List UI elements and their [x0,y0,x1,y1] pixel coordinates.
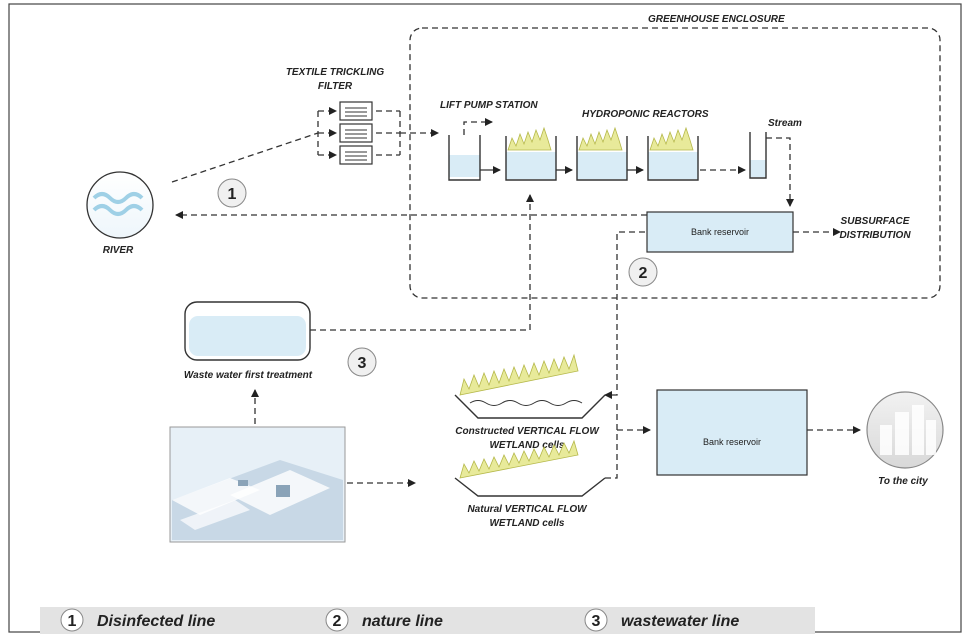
svg-text:2: 2 [333,613,342,630]
svg-text:3: 3 [358,355,367,372]
svg-text:Disinfected line: Disinfected line [97,613,215,630]
svg-text:1: 1 [228,186,237,203]
city-block-image [169,426,346,543]
outer-frame [8,3,962,633]
subsurface-label-2: DISTRIBUTION [839,230,911,241]
filter-label-2: FILTER [318,81,353,92]
wastewater-line [310,194,534,331]
stream-tank [749,132,767,179]
hydroponic-reactor-3 [647,126,699,181]
greenhouse-enclosure [409,27,941,299]
river-icon [86,171,154,239]
marker-2: 2 [628,257,658,287]
constructed-wetland-label-2: WETLAND cells [489,440,564,451]
natural-wetland-label-1: Natural VERTICAL FLOW [467,504,588,515]
hydroponic-reactor-1 [505,126,557,181]
svg-text:3: 3 [592,613,601,630]
marker-1: 1 [217,178,247,208]
svg-text:1: 1 [68,613,77,630]
svg-text:2: 2 [639,265,648,282]
legend-item-2: 2 nature line [325,608,443,632]
subsurface-label-1: SUBSURFACE [841,216,910,227]
lift-pump-label: LIFT PUMP STATION [440,100,538,111]
waste-water-tank [184,301,311,361]
city-icon [866,391,944,469]
lift-pump-tank [448,135,481,181]
natural-wetland [454,439,606,497]
marker-3: 3 [347,347,377,377]
bank-reservoir-top-label: Bank reservoir [691,227,749,237]
river-label: RIVER [103,245,134,256]
filter-label-1: TEXTILE TRICKLING [286,67,385,78]
legend: 1 Disinfected line 2 nature line 3 waste… [40,607,815,634]
bank-reservoir-bottom [656,389,808,476]
legend-background [40,607,815,634]
bank-reservoir-top [646,211,794,253]
waste-water-label: Waste water first treatment [184,370,313,381]
river-to-filter-line [171,132,319,183]
natural-wetland-label-2: WETLAND cells [489,518,564,529]
hydroponic-label: HYDROPONIC REACTORS [582,109,709,120]
stream-label: Stream [768,118,802,129]
legend-item-1: 1 Disinfected line [60,608,215,632]
constructed-wetland-label-1: Constructed VERTICAL FLOW [455,426,600,437]
bank-reservoir-bottom-label: Bank reservoir [703,437,761,447]
greenhouse-label: GREENHOUSE ENCLOSURE [648,14,785,25]
to-city-label: To the city [878,476,928,487]
svg-text:nature line: nature line [362,613,443,630]
trickling-filter [339,101,373,165]
legend-item-3: 3 wastewater line [584,608,739,632]
hydroponic-reactor-2 [576,126,628,181]
constructed-wetland [454,353,606,419]
svg-text:wastewater line: wastewater line [621,613,739,630]
